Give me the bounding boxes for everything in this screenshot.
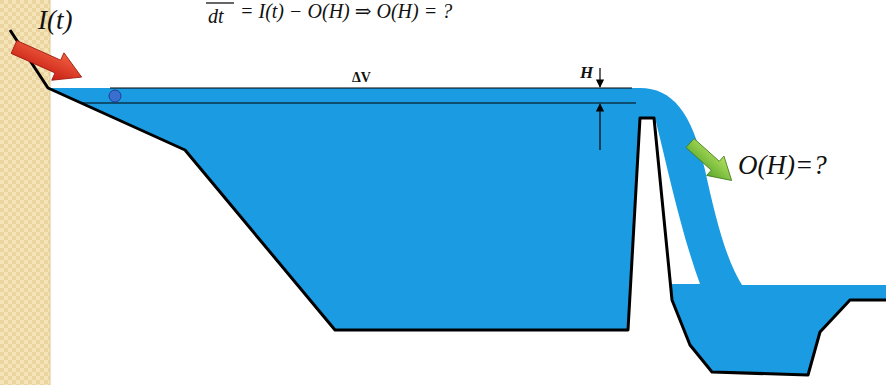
outflow-arrow (681, 133, 740, 190)
fraction-bar (206, 2, 234, 3)
inflow-arrow (8, 33, 88, 91)
head-label: H (580, 63, 593, 83)
ground-outline (10, 30, 886, 375)
head-arrow-up (599, 104, 600, 150)
outflow-label: O(H)=? (738, 150, 827, 181)
water (48, 88, 886, 375)
head-arrow-down (599, 68, 600, 87)
float-ball (109, 90, 121, 102)
volume-label: ΔV (352, 70, 371, 86)
crest-level-line (81, 103, 636, 104)
water-surface-line (110, 88, 632, 89)
inflow-label: I(t) (38, 5, 72, 36)
equation-denominator: dt (208, 5, 224, 28)
equation: = I(t) − O(H) ⇒ O(H) = ? (240, 0, 452, 23)
